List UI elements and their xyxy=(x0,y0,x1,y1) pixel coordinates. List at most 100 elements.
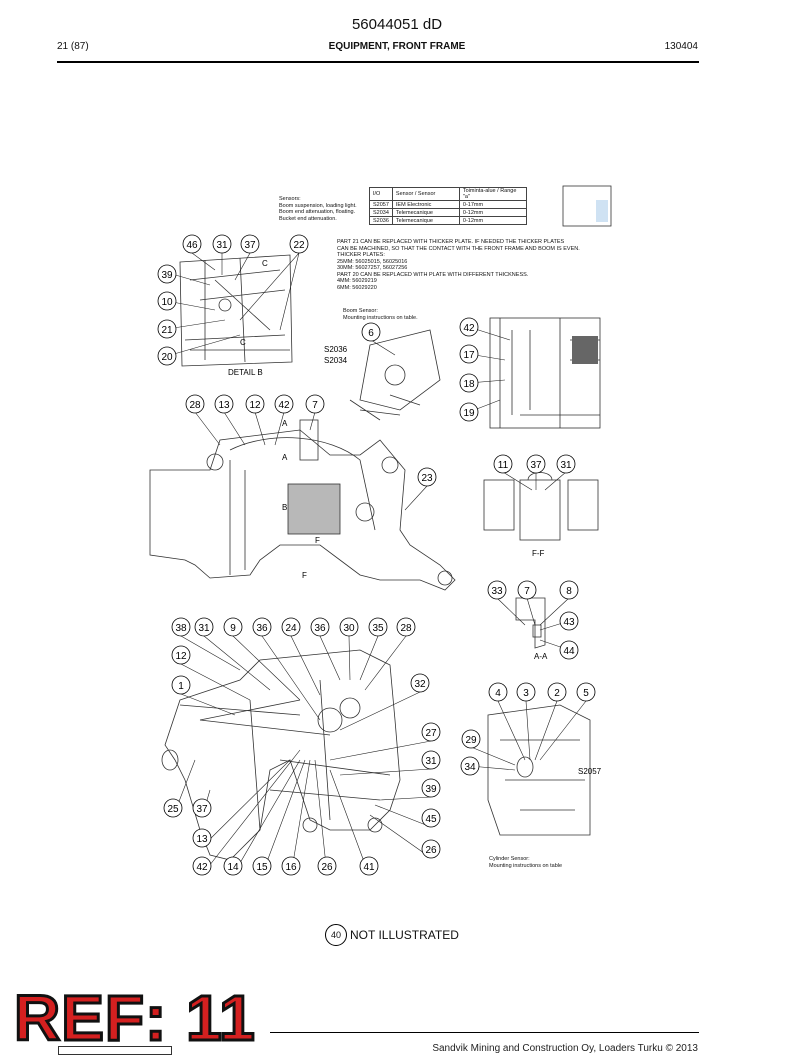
callout-label: 35 xyxy=(372,623,384,634)
callout-label: 31 xyxy=(198,623,210,634)
table-cell: IEM Electronic xyxy=(391,200,460,209)
sensor-label-s2034: S2034 xyxy=(324,356,348,365)
table-cell: S2034 xyxy=(369,208,393,217)
part-note-line: PART 21 CAN BE REPLACED WITH THICKER PLA… xyxy=(337,239,565,245)
callout-label: 13 xyxy=(196,834,208,845)
callout-label: 37 xyxy=(244,240,256,251)
table-row: S2057 IEM Electronic 0-17mm xyxy=(369,200,527,209)
section-f-label: F xyxy=(302,571,307,580)
page-number: 21 (87) xyxy=(57,41,89,52)
callout-label: 36 xyxy=(256,623,268,634)
callout-label: 7 xyxy=(312,400,318,411)
callout-label: 12 xyxy=(175,651,187,662)
table-row: S2036 Telemecanique 0-12mm xyxy=(369,216,527,225)
note-line: Boom Sensor: xyxy=(343,308,378,314)
callout-label: 1 xyxy=(178,681,184,692)
part-note-line: 25MM: 56025015, 56025016 xyxy=(337,258,408,265)
section-title: EQUIPMENT, FRONT FRAME xyxy=(328,41,466,52)
callout-label: 27 xyxy=(425,728,437,739)
sensor-col-header: Toiminta-alue / Range "a" xyxy=(458,187,527,201)
callout-label: 20 xyxy=(161,352,173,363)
part-note-line: CAN BE MACHINED, SO THAT THE CONTACT WIT… xyxy=(337,245,580,252)
table-cell: 0-12mm xyxy=(458,216,527,225)
callout-label: 37 xyxy=(530,460,542,471)
leader-lines xyxy=(166,252,587,876)
callout-label: 17 xyxy=(463,350,475,361)
part-note-line: THICKER PLATES: xyxy=(337,252,385,258)
callout-label: 11 xyxy=(498,460,509,471)
callout-label: 44 xyxy=(563,646,575,657)
table-cell: Telemecanique xyxy=(391,208,460,217)
ff-view-label: F-F xyxy=(532,549,545,558)
part-note-line: 6MM: 56029220 xyxy=(337,284,377,291)
callout-label: 16 xyxy=(285,862,297,873)
callout-label: 42 xyxy=(278,400,290,411)
callout-label: 21 xyxy=(161,325,173,336)
table-cell: S2057 xyxy=(369,200,393,209)
callout-label: 29 xyxy=(465,735,477,746)
boom-sensor-note: Boom Sensor: Mounting instructions on ta… xyxy=(343,308,418,321)
document-id: 56044051 dD xyxy=(351,16,443,33)
aa-section-drawing xyxy=(515,597,546,649)
section-c-label: C xyxy=(262,259,268,268)
callout-label: 2 xyxy=(554,688,560,699)
callout-label: 26 xyxy=(321,862,333,873)
callout-label: 34 xyxy=(464,762,476,773)
sensor-image-frame xyxy=(562,185,612,227)
callout-label: 32 xyxy=(414,679,426,690)
callout-label: 4 xyxy=(495,688,501,699)
part-note-line: 30MM: 56027257, 56027256 xyxy=(337,265,408,271)
revision-date: 130404 xyxy=(664,41,698,52)
table-cell: Telemecanique xyxy=(391,216,460,225)
table-cell: S2036 xyxy=(369,216,393,225)
callout-label: 3 xyxy=(523,688,529,699)
callout-label: 25 xyxy=(167,804,179,815)
front-frame-drawing xyxy=(149,419,456,591)
footer-copyright: Sandvik Mining and Construction Oy, Load… xyxy=(432,1043,698,1054)
callout-label: 22 xyxy=(293,240,305,251)
callout-label: 13 xyxy=(218,400,230,411)
sensor-col-header: I/O xyxy=(369,187,393,201)
ff-section-drawing xyxy=(483,472,599,541)
sensor-col-header: Sensor / Sensor xyxy=(391,187,460,201)
sensor-image-fill xyxy=(596,200,608,222)
section-c-label: C xyxy=(240,338,246,347)
cylinder-sensor-note: Cylinder Sensor: Mounting instructions o… xyxy=(489,856,562,869)
sensor-note-line: Boom suspension, loading light. xyxy=(279,202,357,209)
note-line: Cylinder Sensor: xyxy=(489,856,530,862)
callout-label: 31 xyxy=(425,756,437,767)
exploded-frame-drawing xyxy=(161,649,401,861)
callout-label: 45 xyxy=(425,814,437,825)
callout-label: 46 xyxy=(186,240,198,251)
sensor-label-s2057: S2057 xyxy=(578,767,602,776)
sensor-notes: Sensors: Boom suspension, loading light.… xyxy=(279,196,379,222)
part-note-line: 4MM: 56029219 xyxy=(337,278,377,284)
cylinder-sensor-drawing xyxy=(487,704,591,836)
sensor-label-s2036: S2036 xyxy=(324,345,348,354)
callout-label: 24 xyxy=(285,623,297,634)
callout-label: 28 xyxy=(189,400,201,411)
callout-label: 26 xyxy=(425,845,437,856)
note-line: Mounting instructions on table xyxy=(489,862,563,869)
callout-bubbles xyxy=(157,234,596,876)
callout-label: 42 xyxy=(463,323,475,334)
table-cell: 0-12mm xyxy=(458,208,527,217)
section-view-drawing xyxy=(489,317,601,429)
detail-b-drawing xyxy=(179,254,293,367)
table-cell: 0-17mm xyxy=(458,200,527,209)
callout-label: 33 xyxy=(491,586,503,597)
callout-label: 42 xyxy=(196,862,208,873)
callout-label: 28 xyxy=(400,623,412,634)
ref-stamp: REF: 11 xyxy=(13,982,257,1054)
callout-label: 23 xyxy=(421,473,433,484)
sensor-note-line: Sensors: xyxy=(279,196,301,202)
callout-label: 43 xyxy=(563,617,575,628)
section-f-label: F xyxy=(315,536,320,545)
not-illustrated-text: NOT ILLUSTRATED xyxy=(350,928,459,942)
header-rule xyxy=(57,61,699,63)
callout-label: 5 xyxy=(583,688,589,699)
footer-rule xyxy=(270,1032,699,1033)
callout-label: 39 xyxy=(425,784,437,795)
